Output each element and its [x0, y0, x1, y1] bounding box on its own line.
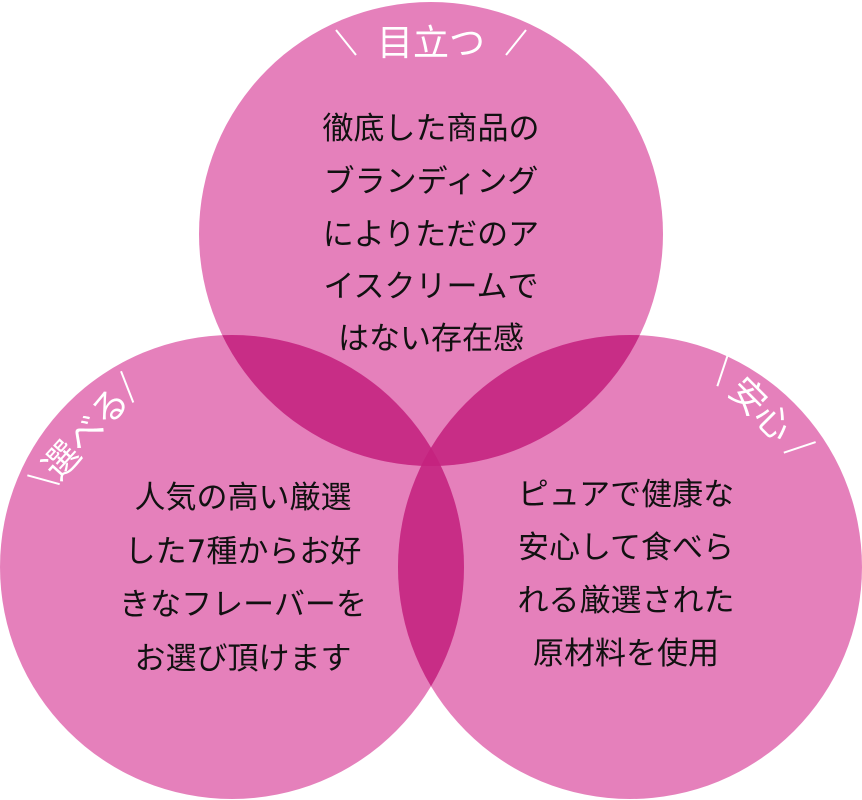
tag-right-slash-b	[783, 441, 816, 454]
text-line: 原材料を使用	[533, 636, 719, 672]
tag-top: 目立つ	[335, 23, 527, 64]
circle-top	[199, 2, 663, 466]
text-line: 安心して食べら	[518, 530, 734, 566]
text-line: はない存在感	[338, 321, 524, 357]
text-line: 徹底した商品の	[323, 111, 540, 147]
tag-top-slash-right	[505, 29, 527, 56]
text-block-right: ピュアで健康な 安心して食べら れる厳選された 原材料を使用	[518, 477, 735, 672]
text-line: きなフレーバーを	[119, 587, 367, 623]
text-block-top: 徹底した商品の ブランディング によりただのア イスクリームで はない存在感	[323, 111, 540, 357]
tag-top-slash-left	[335, 29, 357, 56]
text-line: ブランディング	[324, 164, 539, 200]
tag-left-slash-b	[120, 370, 135, 403]
tag-right-slash-a	[716, 354, 729, 387]
tag-left-slash-a	[27, 474, 60, 486]
text-line: れる厳選された	[518, 583, 735, 619]
text-line: イスクリームで	[323, 269, 538, 305]
text-line: した7種からお好	[125, 534, 362, 570]
text-line: 人気の高い厳選	[135, 480, 352, 516]
text-line: お選び頂けます	[135, 641, 352, 677]
text-line: によりただのア	[323, 217, 539, 253]
circle-right	[398, 335, 862, 799]
circle-left	[0, 335, 464, 799]
tag-top-label: 目立つ	[377, 23, 485, 64]
text-line: ピュアで健康な	[518, 477, 734, 513]
text-block-left: 人気の高い厳選 した7種からお好 きなフレーバーを お選び頂けます	[119, 480, 367, 677]
